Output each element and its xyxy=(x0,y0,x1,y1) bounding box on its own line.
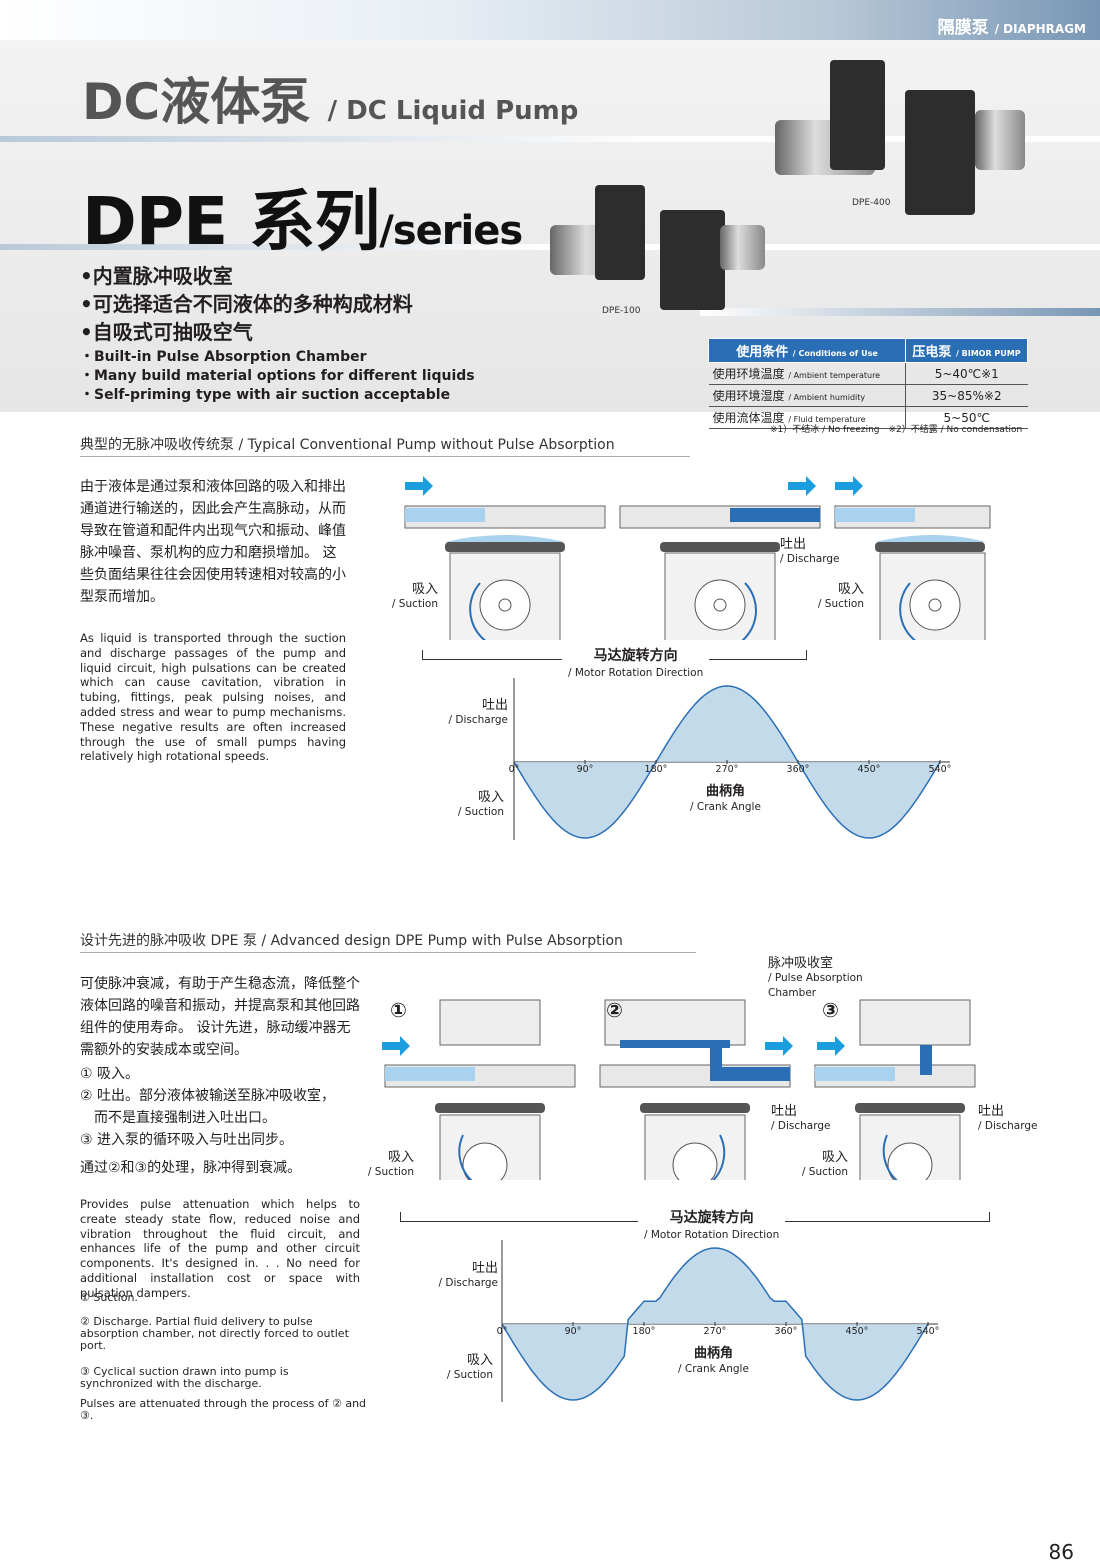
section-title: 设计先进的脉冲吸收 DPE 泵 / Advanced design DPE Pu… xyxy=(80,933,623,949)
step-item: ② 吐出。部分液体被输送至脉冲吸收室， xyxy=(80,1088,335,1104)
model-label: DPE-100 xyxy=(602,306,641,316)
table-notes: ※1）不结冰 / No freezing ※2）不结露 / No condens… xyxy=(770,425,1023,435)
step-number: ① xyxy=(390,998,407,1022)
product-photo-dpe400 xyxy=(775,50,1035,220)
label-suction: 吸入/ Suction xyxy=(367,1150,414,1178)
step-item: 而不是直接强制进入吐出口。 xyxy=(80,1110,276,1126)
category-label: 隔膜泵 / DIAPHRAGM xyxy=(937,18,1086,38)
tick-label: 540° xyxy=(917,1326,940,1337)
series-line xyxy=(513,685,941,839)
flow-arrow-icon xyxy=(788,476,816,496)
label-suction: 吸入/ Suction xyxy=(391,582,438,610)
feature-item: •可选择适合不同液体的多种构成材料 xyxy=(80,292,413,316)
tick-label: 360° xyxy=(787,764,810,775)
pulse-chart-dpe: 0° 90° 180° 270° 360° 450° 540° xyxy=(497,1240,940,1402)
table-header: 使用条件 / Conditions of Use xyxy=(708,338,906,363)
features-cn: •内置脉冲吸收室 •可选择适合不同液体的多种构成材料 •自吸式可抽吸空气 xyxy=(80,262,413,346)
tick-label: 180° xyxy=(633,1326,656,1337)
tick-label: 270° xyxy=(716,764,739,775)
step-item: ② Discharge. Partial fluid delivery to p… xyxy=(80,1315,349,1352)
summary: Pulses are attenuated through the proces… xyxy=(80,1397,367,1422)
tick-label: 0° xyxy=(497,1326,508,1337)
label-discharge: 吐出/ Discharge xyxy=(978,1104,1038,1132)
label-suction: 吸入/ Suction xyxy=(817,582,864,610)
summary: 通过②和③的处理，脉冲得到衰减。 xyxy=(80,1160,302,1176)
rotation-label: 马达旋转方向/ Motor Rotation Direction xyxy=(638,1210,786,1243)
features-en: ・Built-in Pulse Absorption Chamber ・Many… xyxy=(80,348,475,405)
step-item: ③ 进入泵的循环吸入与吐出同步。 xyxy=(80,1132,294,1148)
divider xyxy=(0,136,1100,142)
tick-label: 0° xyxy=(509,764,520,775)
crank-angle-label: 曲柄角/ Crank Angle xyxy=(678,1346,749,1375)
pump-diagram-conventional xyxy=(404,476,991,640)
label-pulse-chamber: 脉冲吸收室/ Pulse Absorption Chamber xyxy=(768,956,863,999)
crank-angle-label: 曲柄角/ Crank Angle xyxy=(690,784,761,813)
rotation-label: 马达旋转方向/ Motor Rotation Direction xyxy=(562,648,710,681)
section-divider xyxy=(80,456,690,457)
section-divider xyxy=(80,952,696,953)
table-row: 使用环境湿度 / Ambient humidity 35~85%※2 xyxy=(708,384,1028,407)
flow-arrow-icon xyxy=(835,476,863,496)
page-number: 86 xyxy=(1048,1540,1074,1564)
pump-cross-section xyxy=(619,505,821,640)
feature-item: ・Many build material options for differe… xyxy=(80,368,475,384)
tick-label: 270° xyxy=(704,1326,727,1337)
section-body-cn: 可使脉冲衰减，有助于产生稳态流，降低整个液体回路的噪音和振动，并提高泵和其他回路… xyxy=(80,976,360,1058)
table-row: 使用流体温度 / Fluid temperature 5~50℃ xyxy=(708,406,1028,429)
product-photo-dpe100 xyxy=(550,170,770,320)
tick-label: 450° xyxy=(858,764,881,775)
pump-cross-section xyxy=(404,505,606,640)
label-suction: 吸入/ Suction xyxy=(446,1353,493,1381)
feature-item: ・Self-priming type with air suction acce… xyxy=(80,387,451,403)
table-row: 使用环境温度 / Ambient temperature 5~40℃※1 xyxy=(708,362,1028,385)
feature-item: •自吸式可抽吸空气 xyxy=(80,320,253,344)
label-discharge: 吐出/ Discharge xyxy=(780,537,840,565)
flow-arrow-icon xyxy=(817,1036,845,1056)
step-item: ① 吸入。 xyxy=(80,1066,140,1082)
pump-diagram-dpe xyxy=(382,999,976,1180)
page-title: DC液体泵 / DC Liquid Pump xyxy=(82,73,579,131)
tick-label: 90° xyxy=(577,764,594,775)
flow-arrow-icon xyxy=(765,1036,793,1056)
pulse-chart-conventional: 0° 90° 180° 270° 360° 450° 540° xyxy=(509,678,952,840)
feature-item: •内置脉冲吸收室 xyxy=(80,264,233,288)
tick-label: 180° xyxy=(645,764,668,775)
pump-cross-section xyxy=(599,999,791,1180)
model-label: DPE-400 xyxy=(852,198,891,208)
label-discharge: 吐出/ Discharge xyxy=(448,698,508,726)
step-number: ③ xyxy=(822,998,839,1022)
tick-label: 90° xyxy=(565,1326,582,1337)
tick-label: 540° xyxy=(929,764,952,775)
label-suction: 吸入/ Suction xyxy=(801,1150,848,1178)
section-body-en: Provides pulse attenuation which helps t… xyxy=(80,1197,360,1300)
feature-item: ・Built-in Pulse Absorption Chamber xyxy=(80,349,367,365)
tick-label: 360° xyxy=(775,1326,798,1337)
divider xyxy=(700,308,1100,316)
flow-arrow-icon xyxy=(405,476,433,496)
series-title: DPE 系列/series xyxy=(82,183,523,260)
pump-cross-section xyxy=(814,999,976,1180)
step-number: ② xyxy=(606,998,623,1022)
step-item: ③ Cyclical suction drawn into pump is sy… xyxy=(80,1365,289,1390)
steps-cn: ① 吸入。 ② 吐出。部分液体被输送至脉冲吸收室， 而不是直接强制进入吐出口。 … xyxy=(80,1063,370,1179)
label-discharge: 吐出/ Discharge xyxy=(438,1261,498,1289)
step-item: ① Suction. xyxy=(80,1291,138,1304)
label-suction: 吸入/ Suction xyxy=(457,790,504,818)
flow-arrow-icon xyxy=(382,1036,410,1056)
section-body-en: As liquid is transported through the suc… xyxy=(80,631,346,764)
table-header: 压电泵 / BIMOR PUMP xyxy=(905,338,1028,363)
pump-cross-section xyxy=(384,999,576,1180)
section-body-cn: 由于液体是通过泵和液体回路的吸入和排出通道进行输送的，因此会产生高脉动，从而导致… xyxy=(80,479,346,605)
label-discharge: 吐出/ Discharge xyxy=(771,1104,831,1132)
tick-label: 450° xyxy=(846,1326,869,1337)
conditions-table: 使用条件 / Conditions of Use 压电泵 / BIMOR PUM… xyxy=(708,338,1028,429)
section-title: 典型的无脉冲吸收传统泵 / Typical Conventional Pump … xyxy=(80,437,615,453)
pump-cross-section xyxy=(834,505,991,640)
steps-en: ① Suction. ② Discharge. Partial fluid de… xyxy=(80,1292,370,1422)
top-bar xyxy=(0,0,1100,40)
series-line xyxy=(501,1247,929,1401)
